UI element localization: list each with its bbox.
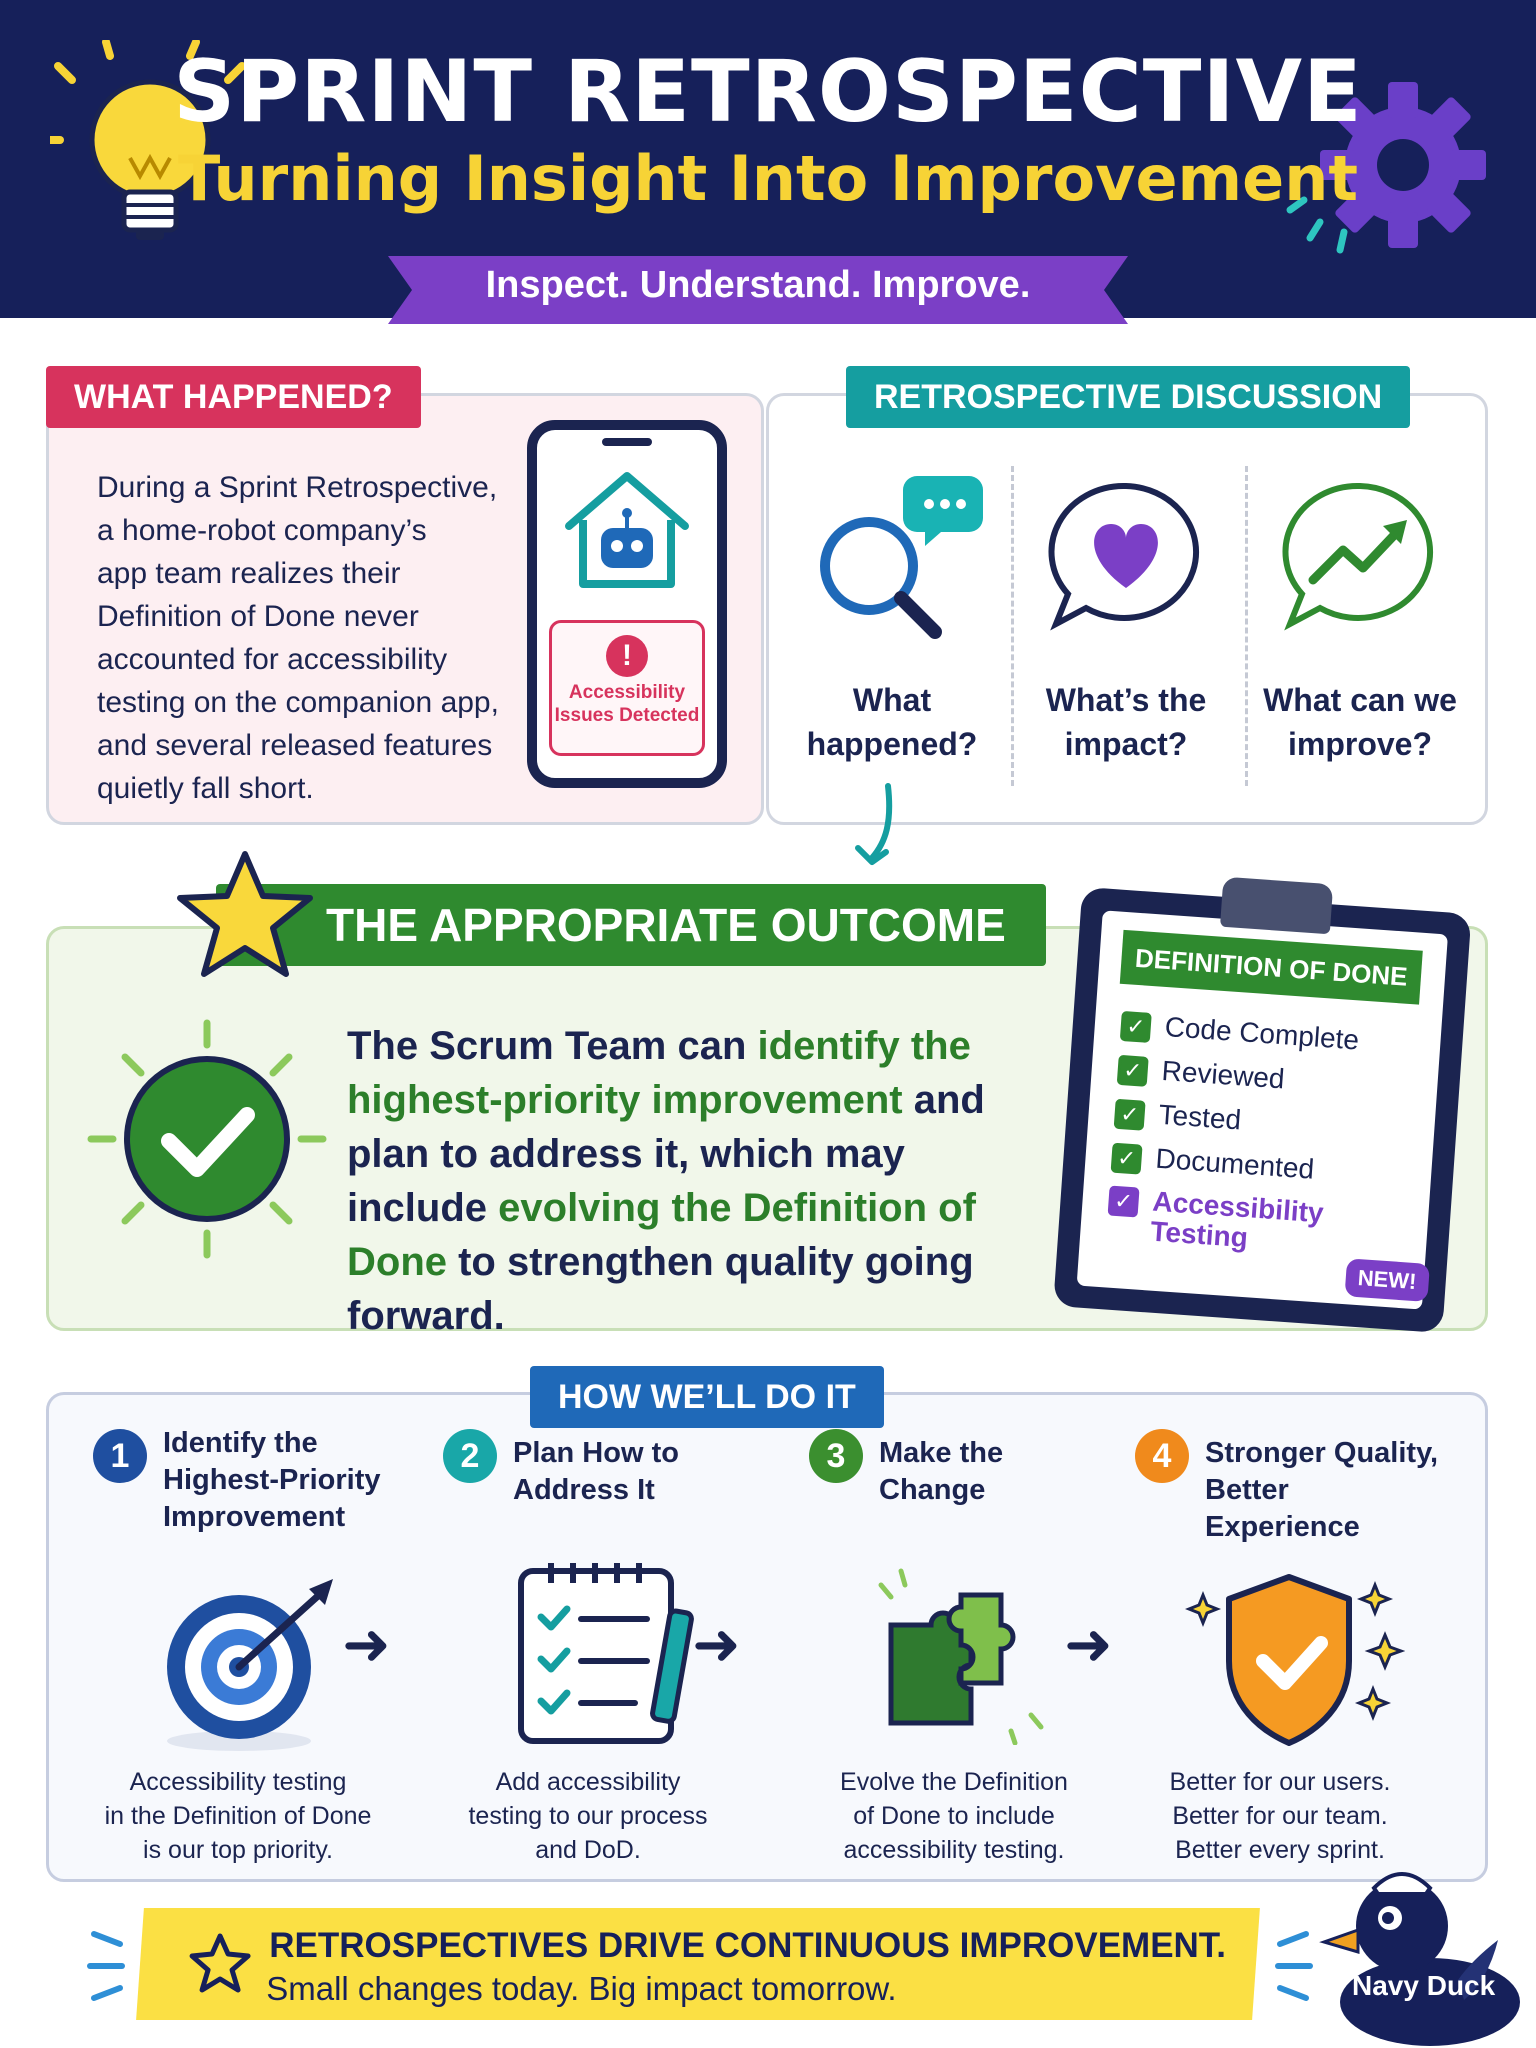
sparkle-decor (87, 1931, 125, 2001)
arrow-icon: ➜ (1064, 1612, 1113, 1677)
step-number: 1 (93, 1429, 147, 1483)
discussion-improve: What can we improve? (1245, 446, 1475, 786)
shield-check-icon (1185, 1574, 1405, 1746)
what-happened-card: During a Sprint Retrospective, a home-ro… (46, 393, 764, 825)
dod-item: ✓Tested (1113, 1092, 1242, 1141)
step-number: 2 (443, 1429, 497, 1483)
lightbulb-icon (50, 40, 246, 240)
header: SPRINT RETROSPECTIVE Turning Insight Int… (0, 0, 1536, 318)
checkbox-icon: ✓ (1113, 1098, 1146, 1131)
magnifier-chat-icon (820, 476, 983, 639)
dod-item: ✓Reviewed (1116, 1048, 1286, 1100)
checklist-notepad-icon (518, 1563, 694, 1744)
footer-headline: RETROSPECTIVES DRIVE CONTINUOUS IMPROVEM… (269, 1926, 1227, 1965)
footer-subline: Small changes today. Big impact tomorrow… (266, 1970, 897, 2007)
sparkle-decor (1286, 196, 1348, 254)
star-outline-icon (189, 1933, 251, 1993)
checkbox-icon: ✓ (1110, 1142, 1143, 1175)
robot-house-icon (565, 472, 689, 588)
page-subtitle: Turning Insight Into Improvement (178, 142, 1358, 215)
check-circle-icon (87, 1019, 327, 1259)
exclamation-icon: ! (606, 635, 648, 677)
sparkle-decor (1275, 1931, 1313, 2001)
dod-item: ✓Documented (1110, 1136, 1315, 1190)
outcome-text: The Scrum Team can identify the highest-… (347, 1024, 985, 1338)
curved-arrow-icon (855, 783, 893, 865)
step-number: 4 (1135, 1429, 1189, 1483)
page-title: SPRINT RETROSPECTIVE (173, 42, 1363, 142)
gear-icon (1320, 82, 1486, 248)
arrow-icon: ➜ (692, 1612, 741, 1677)
star-icon (177, 851, 313, 977)
discussion-what-happened: What happened? (777, 446, 1007, 786)
what-happened-tag: WHAT HAPPENED? (46, 366, 421, 428)
navy-duck-mascot (1319, 1872, 1520, 2046)
dod-title: DEFINITION OF DONE (1119, 929, 1423, 1005)
accessibility-alert: ! Accessibility Issues Detected (549, 620, 705, 756)
mascot-label: Navy Duck (1352, 1970, 1496, 2001)
definition-of-done-clipboard: DEFINITION OF DONE ✓Code Complete ✓Revie… (1053, 867, 1473, 1334)
tagline-text: Inspect. Understand. Improve. (485, 264, 1031, 306)
step-4: 4 Stronger Quality,Better Experience Bet… (1115, 1425, 1445, 1865)
phone-illustration: ! Accessibility Issues Detected (527, 420, 727, 788)
discussion-impact: What’s the impact? (1011, 446, 1241, 786)
checkbox-icon: ✓ (1116, 1054, 1149, 1087)
discussion-tag: RETROSPECTIVE DISCUSSION (846, 366, 1411, 428)
growth-bubble-icon (1282, 482, 1434, 631)
step-title: Stronger Quality,Better Experience (1205, 1437, 1439, 1543)
target-icon (167, 1579, 333, 1751)
what-happened-text: During a Sprint Retrospective, a home-ro… (97, 471, 499, 805)
puzzle-icon (878, 1568, 1044, 1745)
how-tag: HOW WE’LL DO IT (530, 1366, 884, 1428)
outcome-tag: THE APPROPRIATE OUTCOME (216, 884, 1046, 966)
clipboard-clasp (1219, 876, 1334, 935)
checkbox-icon: ✓ (1119, 1010, 1152, 1043)
tagline-ribbon: Inspect. Understand. Improve. (388, 250, 1128, 328)
step-number: 3 (809, 1429, 863, 1483)
step-description: Better for our users.Better for our team… (1169, 1768, 1391, 1864)
new-badge: NEW! (1344, 1258, 1430, 1302)
arrow-icon: ➜ (342, 1612, 391, 1677)
heart-bubble-icon (1048, 482, 1200, 631)
checkbox-icon: ✓ (1107, 1185, 1140, 1218)
discussion-card: What happened? What’s the impact? What c… (766, 393, 1488, 825)
footer-banner: RETROSPECTIVES DRIVE CONTINUOUS IMPROVEM… (136, 1908, 1260, 2020)
